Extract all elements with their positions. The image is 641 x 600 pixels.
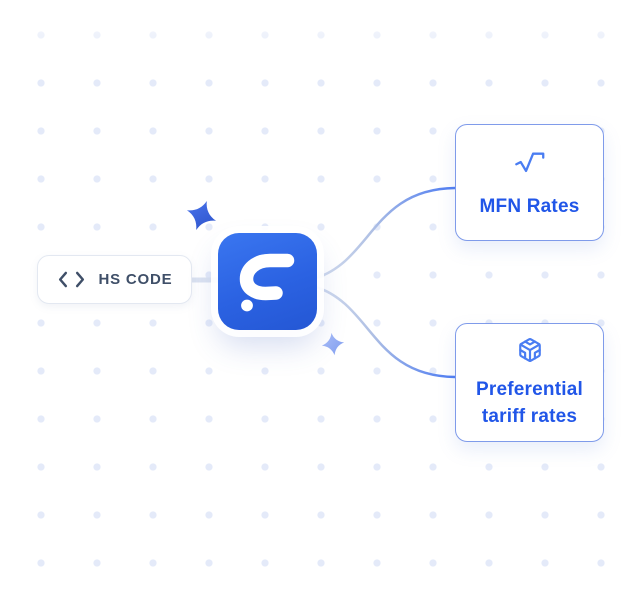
- card-title-preferential: Preferential tariff rates: [476, 379, 583, 427]
- card-preferential-tariff[interactable]: Preferential tariff rates: [455, 323, 604, 442]
- code-icon: [57, 271, 86, 288]
- connector-logo-to-preferential: [315, 285, 456, 379]
- sparkle-icon-large: [186, 200, 217, 231]
- square-root-icon: [514, 151, 545, 174]
- card-mfn-rates[interactable]: MFN Rates: [455, 124, 604, 241]
- hs-code-label: HS CODE: [98, 271, 173, 288]
- card-title-mfn: MFN Rates: [479, 196, 580, 217]
- hs-code-chip[interactable]: HS CODE: [37, 255, 192, 304]
- app-logo-tile[interactable]: [218, 233, 317, 330]
- cube-icon: [517, 337, 543, 363]
- app-logo-glyph: [239, 253, 295, 312]
- connector-logo-to-mfn: [315, 186, 456, 280]
- sparkle-icon-small: [321, 332, 345, 356]
